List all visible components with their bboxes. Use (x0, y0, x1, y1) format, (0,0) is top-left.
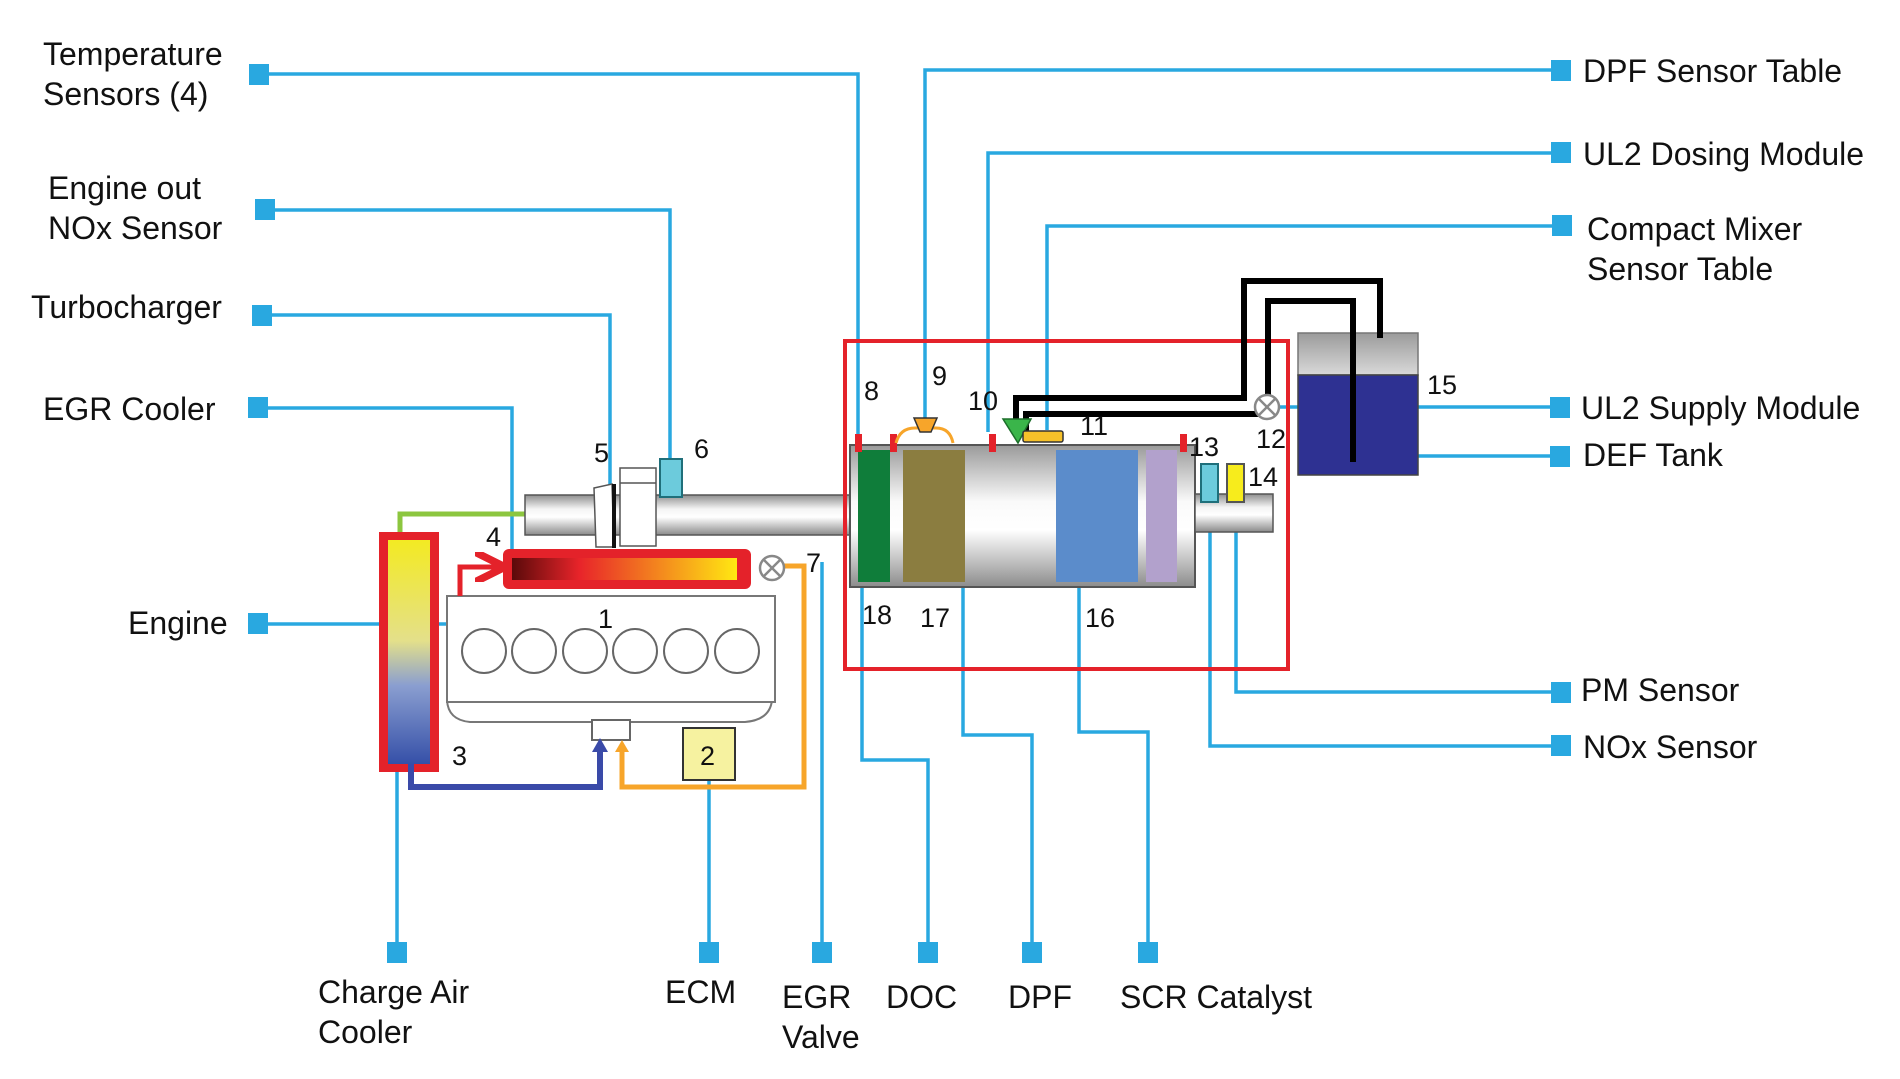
marker-scr[interactable] (1138, 942, 1158, 963)
component-number: 11 (1080, 411, 1108, 441)
charge-air-cooler (379, 532, 439, 772)
component-numbers: 1 2 3 4 5 6 7 8 9 10 11 12 13 14 15 16 1… (452, 361, 1457, 771)
label-temperature-sensors: Temperature Sensors (4) (43, 36, 223, 112)
label-dpf-sensor-table: DPF Sensor Table (1583, 53, 1843, 89)
egr-cooler (503, 549, 751, 589)
label-ecm: ECM (665, 974, 737, 1010)
compact-mixer-sensor-table (1022, 430, 1064, 443)
intake-air-line (397, 511, 525, 532)
leader-egr-cooler (258, 406, 514, 560)
marker-engine-out-nox[interactable] (255, 199, 275, 220)
label-egr-cooler: EGR Cooler (43, 391, 216, 427)
ecm-box (682, 727, 736, 781)
component-number: 16 (1085, 603, 1115, 633)
egr-valve (758, 554, 786, 582)
callout-lines (258, 68, 1560, 952)
leader-dpf-sensor-table (923, 68, 1560, 420)
label-engine: Engine (128, 605, 228, 641)
component-number: 7 (806, 548, 821, 578)
component-number: 4 (486, 522, 501, 552)
leader-scr (1077, 575, 1150, 952)
component-number: 10 (968, 386, 998, 416)
marker-charge-air-cooler[interactable] (387, 942, 407, 963)
marker-nox-sensor[interactable] (1551, 735, 1571, 756)
leader-ul2-dosing (986, 151, 1560, 432)
marker-ul2-dosing[interactable] (1551, 142, 1571, 163)
marker-engine[interactable] (248, 613, 268, 634)
leader-turbocharger (262, 313, 612, 490)
leader-nox-sensor (1208, 497, 1560, 748)
marker-turbocharger[interactable] (252, 305, 272, 326)
marker-temperature-sensors[interactable] (249, 64, 269, 85)
component-number: 13 (1189, 432, 1219, 462)
egr-return-line (619, 563, 807, 790)
cooled-air-line (408, 748, 603, 790)
marker-ul2-supply[interactable] (1550, 397, 1570, 418)
asc-brick (1146, 450, 1177, 582)
label-engine-out-nox-sensor: Engine out NOx Sensor (48, 170, 223, 246)
leader-temperature-sensors (260, 72, 860, 447)
doc-brick (858, 450, 890, 582)
callout-markers (248, 60, 1572, 963)
leader-dpf (961, 575, 1034, 952)
marker-dpf[interactable] (1022, 942, 1042, 963)
nox-sensor-body (1200, 463, 1219, 503)
leader-engine-out-nox (264, 208, 672, 468)
def-tank (1297, 281, 1419, 476)
dpf-sensor-table (894, 417, 955, 444)
label-ul2-dosing-module: UL2 Dosing Module (1583, 136, 1865, 172)
pm-sensor-body (1226, 463, 1245, 503)
label-nox-sensor: NOx Sensor (1583, 729, 1758, 765)
egr-feed-line (457, 567, 500, 596)
marker-egr-valve[interactable] (812, 942, 832, 963)
leader-pm-sensor (1234, 497, 1560, 694)
label-turbocharger: Turbocharger (31, 289, 222, 325)
marker-egr-cooler[interactable] (248, 397, 268, 418)
arrow-up-orange (615, 740, 629, 752)
component-number: 12 (1256, 424, 1286, 454)
component-number: 2 (700, 741, 715, 771)
marker-pm-sensor[interactable] (1551, 682, 1571, 703)
turbocharger (593, 467, 657, 548)
aftertreatment-canister (849, 444, 1196, 588)
marker-ecm[interactable] (699, 942, 719, 963)
component-number: 14 (1248, 462, 1278, 492)
aftertreatment-boundary (843, 339, 1290, 671)
temperature-sensors (855, 434, 1187, 452)
scr-brick (1056, 450, 1138, 582)
label-doc: DOC (886, 979, 958, 1015)
component-number: 5 (594, 438, 609, 468)
label-ul2-supply-module: UL2 Supply Module (1581, 390, 1861, 426)
component-number: 18 (862, 600, 892, 630)
marker-def-tank[interactable] (1550, 446, 1570, 467)
marker-dpf-sensor-table[interactable] (1551, 60, 1571, 81)
leader-doc (860, 575, 930, 952)
leader-compact-mixer (1045, 224, 1560, 430)
dpf-brick (903, 450, 965, 582)
label-charge-air-cooler: Charge Air Cooler (318, 974, 470, 1050)
component-number: 17 (920, 603, 950, 633)
label-egr-valve: EGR Valve (782, 979, 860, 1055)
label-dpf: DPF (1008, 979, 1072, 1015)
exhaust-pipe (524, 494, 856, 536)
component-number: 8 (864, 376, 879, 406)
ul2-supply-module (1253, 393, 1281, 421)
label-scr-catalyst: SCR Catalyst (1120, 979, 1313, 1015)
component-number: 6 (694, 434, 709, 464)
marker-doc[interactable] (918, 942, 938, 963)
label-compact-mixer-sensor-table: Compact Mixer Sensor Table (1587, 211, 1803, 287)
component-number: 3 (452, 741, 467, 771)
label-def-tank: DEF Tank (1583, 437, 1723, 473)
component-number: 15 (1427, 370, 1457, 400)
engine-out-nox-sensor (659, 458, 683, 498)
component-number: 1 (598, 604, 613, 634)
component-number: 9 (932, 361, 947, 391)
label-pm-sensor: PM Sensor (1581, 672, 1740, 708)
marker-compact-mixer[interactable] (1552, 215, 1572, 236)
arrow-up-blue (592, 738, 608, 752)
cylinders (461, 628, 760, 674)
engine (446, 595, 776, 741)
